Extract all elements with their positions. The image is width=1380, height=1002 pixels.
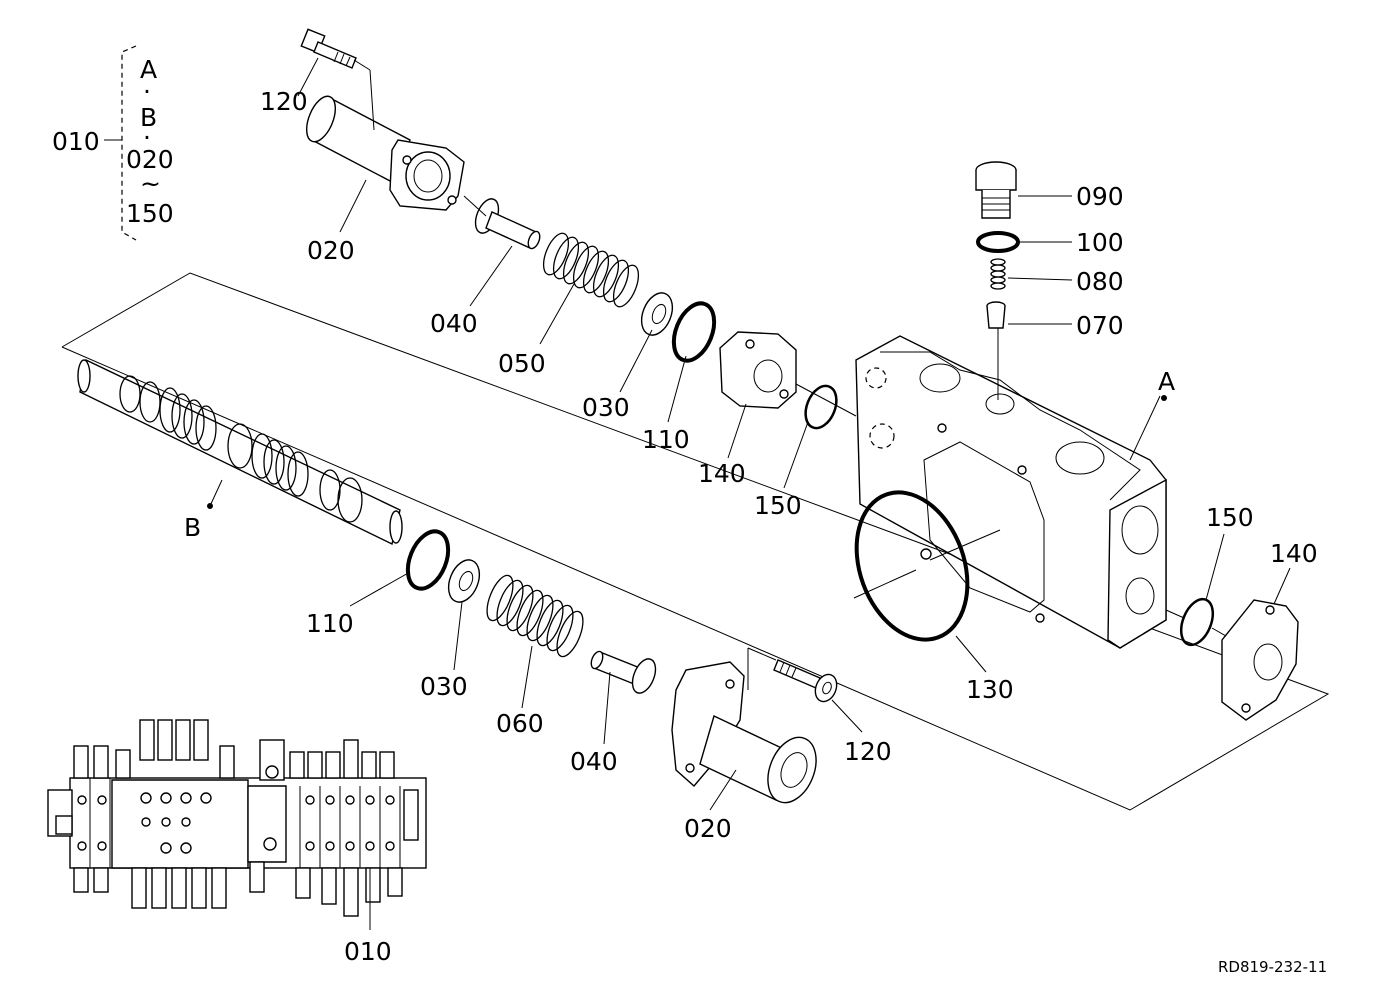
label-030-bottom: 030 [420,672,468,701]
part-labels: 120 020 040 050 030 110 140 150 090 100 … [184,87,1318,966]
axis-130-b [929,529,1001,561]
axis-bolt-bottom [747,647,777,661]
label-020-bottom: 020 [684,814,732,843]
part-washer-030-bottom [447,559,481,603]
label-020-top: 020 [307,236,355,265]
label-b: B [184,513,201,542]
part-cap-140-right [1221,599,1299,721]
label-080: 080 [1076,267,1124,296]
bracket-line-tilde: ~ [140,169,161,198]
bracket-line-150: 150 [126,199,174,228]
part-oring-100 [976,231,1020,253]
part-bolt-120-top [300,28,357,69]
part-spring-050 [542,232,640,308]
part-guide-040-bottom [590,650,657,694]
part-plug-090 [975,161,1017,219]
part-bolt-120-bottom [773,659,838,703]
part-sleeve-020-top [305,95,465,211]
axis-bolt-top [353,59,371,71]
bracket-line-020: 020 [126,145,174,174]
part-sleeve-020-bottom [671,661,817,804]
bracket-legend: 010 A · B · 020 ~ 150 [52,45,174,241]
part-spring-060 [486,574,584,658]
bracket-line-a: A [140,55,157,84]
label-120-top: 120 [260,87,308,116]
axis-upper-2 [795,383,857,417]
axis-130 [853,569,917,599]
part-oring-110-bottom [405,529,451,591]
axis-right-2 [1211,627,1227,637]
axis-upper-1 [463,195,487,217]
label-090: 090 [1076,182,1124,211]
label-150-top: 150 [754,491,802,520]
part-cap-140-top [719,331,797,409]
label-110-bottom: 110 [306,609,354,638]
part-oring-110-top [671,301,717,363]
bracket-label: 010 [52,127,100,156]
part-guide-040-top [474,198,541,250]
label-100: 100 [1076,228,1124,257]
bracket-line-dot1: · [143,77,151,106]
label-030-top: 030 [582,393,630,422]
part-poppet-070 [986,301,1006,329]
leader-lines [209,57,1291,811]
part-spring-080 [990,258,1006,290]
part-oring-150-right [1179,597,1215,647]
label-a: A [1158,367,1175,396]
ref-dot-b [207,503,213,509]
bracket-line-b: B [140,103,157,132]
label-110-top: 110 [642,425,690,454]
axis-bolt-drop [369,69,375,131]
part-valve-body-a [855,335,1167,649]
assembly-outline [61,272,1330,811]
bracket-line-dot2: · [143,123,151,152]
label-040-bottom: 040 [570,747,618,776]
label-150-right: 150 [1206,503,1254,532]
part-oring-150-top [804,384,838,430]
label-070: 070 [1076,311,1124,340]
reference-code: RD819-232-11 [1218,958,1327,976]
axis-right-1 [1165,609,1185,619]
label-060: 060 [496,709,544,738]
label-130: 130 [966,675,1014,704]
part-spool-b [77,358,403,546]
label-140-top: 140 [698,459,746,488]
assembly-thumbnail [47,719,427,930]
label-140-right: 140 [1270,539,1318,568]
ref-dot-a [1161,395,1167,401]
label-050: 050 [498,349,546,378]
label-120-bottom: 120 [844,737,892,766]
label-010: 010 [344,937,392,966]
part-washer-030-top [640,292,674,336]
label-040-top: 040 [430,309,478,338]
part-oring-130 [854,490,970,642]
